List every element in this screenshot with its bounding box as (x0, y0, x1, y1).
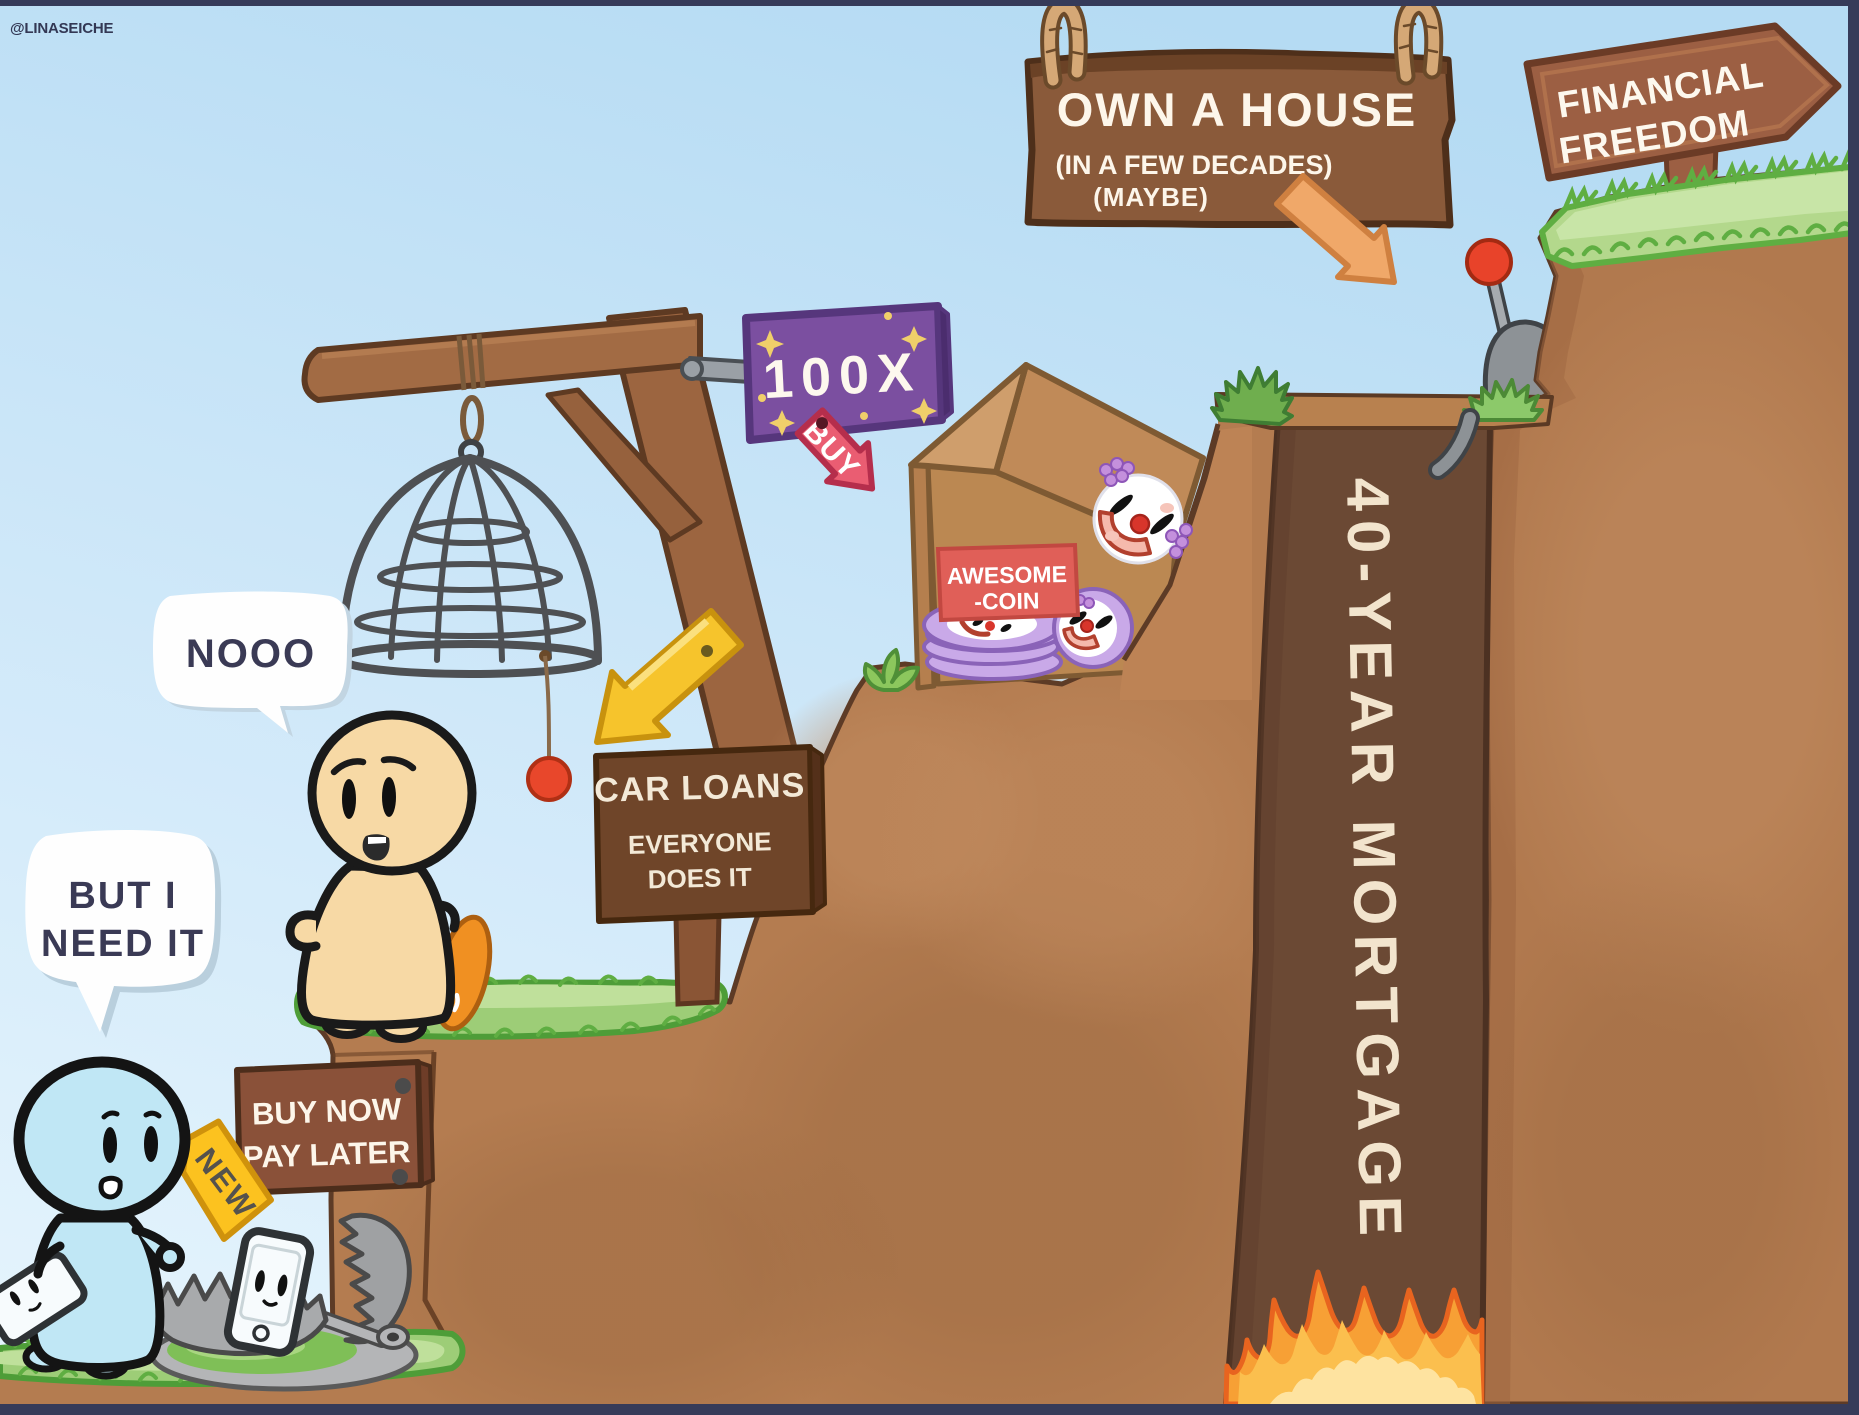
svg-text:40-YEAR MORTGAGE: 40-YEAR MORTGAGE (1334, 477, 1414, 1245)
svg-text:NEED IT: NEED IT (41, 923, 205, 965)
svg-text:CAR LOANS: CAR LOANS (594, 766, 806, 810)
svg-text:PAY LATER: PAY LATER (242, 1134, 411, 1175)
svg-text:BUY NOW: BUY NOW (251, 1091, 402, 1131)
svg-text:BUT I: BUT I (68, 875, 177, 917)
svg-text:(IN A FEW DECADES): (IN A FEW DECADES) (1056, 150, 1333, 180)
svg-text:DOES IT: DOES IT (647, 862, 752, 895)
svg-text:OWN A HOUSE: OWN A HOUSE (1057, 83, 1418, 136)
svg-text:EVERYONE: EVERYONE (628, 826, 772, 860)
svg-text:@LINASEICHE: @LINASEICHE (10, 20, 113, 37)
svg-text:-COIN: -COIN (974, 587, 1040, 614)
svg-text:AWESOME: AWESOME (947, 561, 1068, 589)
svg-text:(MAYBE): (MAYBE) (1093, 182, 1209, 212)
svg-text:100X: 100X (762, 342, 923, 410)
svg-text:NOOO: NOOO (186, 632, 316, 676)
